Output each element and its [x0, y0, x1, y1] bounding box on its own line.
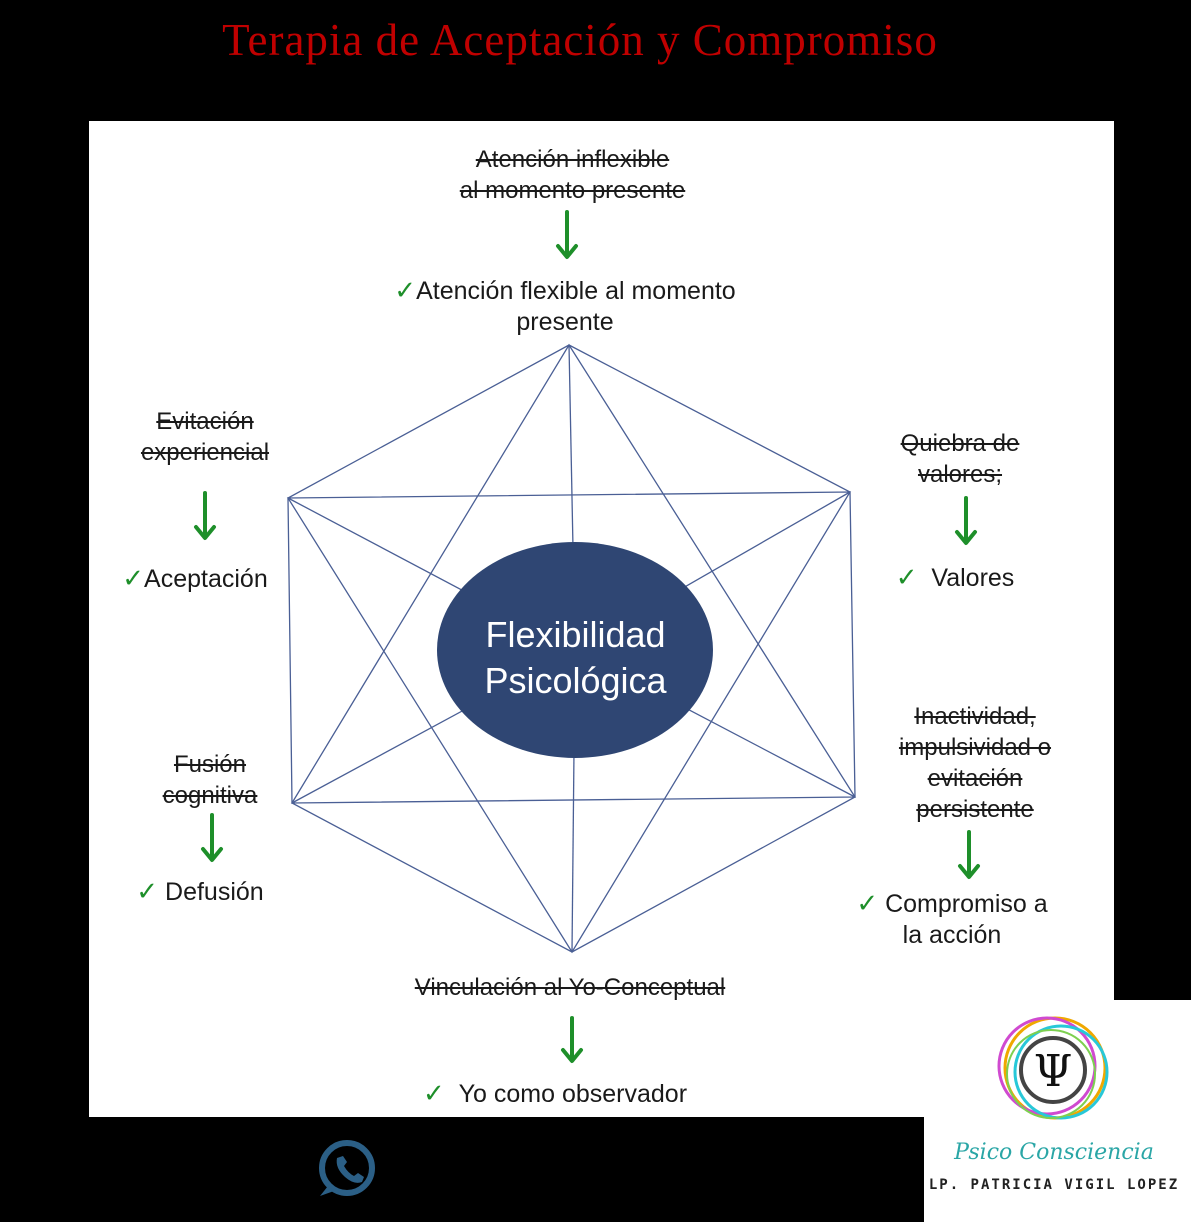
- check-icon: ✓: [122, 563, 145, 593]
- psi-logo-icon: Ψ: [997, 1016, 1109, 1120]
- arrow-down-icon: [556, 210, 578, 259]
- whatsapp-icon[interactable]: [319, 1140, 375, 1196]
- check-icon: ✓: [895, 562, 918, 592]
- arrow-down-icon: [194, 491, 216, 540]
- top-before-label: Atención inflexible al momento presente: [459, 146, 686, 204]
- left-lower-after-label: ✓ Defusión: [136, 876, 264, 906]
- svg-text:Ψ: Ψ: [1034, 1046, 1073, 1097]
- right-upper-after-label: ✓ Valores: [895, 562, 1015, 592]
- check-icon: ✓: [422, 1078, 445, 1108]
- center-label: Flexibilidad Psicológica: [484, 614, 667, 701]
- brand-owner: LP. PATRICIA VIGIL LOPEZ: [928, 1177, 1180, 1193]
- bottom-after-label: ✓ Yo como observador: [422, 1078, 688, 1108]
- brand-name: Psico Consciencia: [954, 1140, 1154, 1165]
- arrow-down-icon: [201, 813, 223, 862]
- left-upper-after-label: ✓Aceptación: [122, 563, 268, 593]
- arrow-down-icon: [561, 1016, 583, 1063]
- top-after-label: ✓Atención flexible al momento presente: [394, 275, 736, 336]
- arrow-down-icon: [955, 496, 977, 545]
- check-icon: ✓: [136, 876, 159, 906]
- page-title: Terapia de Aceptación y Compromiso: [222, 15, 938, 65]
- left-lower-before-label: Fusión cognitiva: [162, 751, 258, 809]
- check-icon: ✓: [856, 888, 879, 918]
- right-lower-before-label: Inactividad, impulsividad o evitación pe…: [898, 703, 1052, 823]
- left-upper-before-label: Evitación experiencial: [140, 408, 270, 466]
- right-upper-before-label: Quiebra de valores;: [900, 430, 1020, 488]
- center-ellipse: [437, 542, 713, 758]
- check-icon: ✓: [394, 275, 417, 305]
- arrow-down-icon: [958, 830, 980, 879]
- bottom-before-label: Vinculación al Yo-Conceptual: [414, 974, 726, 1001]
- right-lower-after-label: ✓ Compromiso a la acción: [856, 888, 1048, 949]
